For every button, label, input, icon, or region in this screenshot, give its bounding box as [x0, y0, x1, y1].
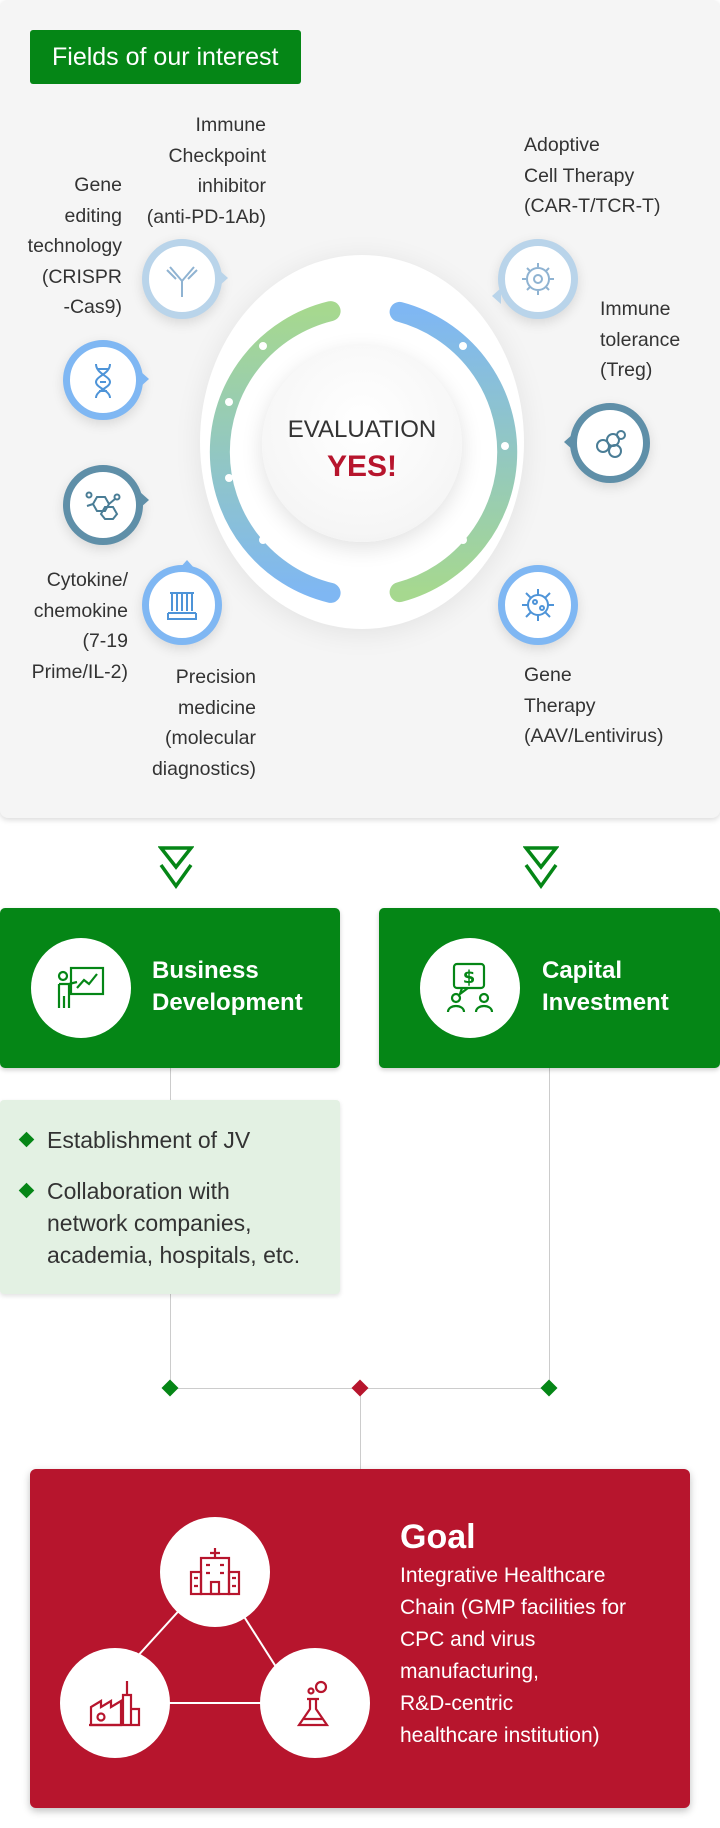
field-label-checkpoint: Immune Checkpoint inhibitor (anti-PD-1Ab… — [146, 114, 266, 228]
down-arrow-left — [158, 846, 194, 889]
svg-text:$: $ — [463, 967, 476, 988]
antibody-icon — [142, 239, 228, 319]
presentation-icon — [57, 966, 105, 1008]
connector-right — [549, 1068, 550, 1388]
evaluation-answer: YES! — [326, 450, 398, 483]
field-label-gene-editing: Gene editing technology (CRISPR -Cas9) — [27, 174, 122, 318]
node-right — [540, 1379, 558, 1397]
goal-flask-circle — [260, 1648, 370, 1758]
test-tubes-icon — [142, 560, 222, 645]
evaluation-disc — [262, 346, 462, 542]
capital-title: Capital Investment — [542, 957, 669, 1016]
down-arrow-right — [523, 846, 559, 889]
dna-icon — [63, 340, 149, 420]
goal-factory-circle — [60, 1648, 170, 1758]
field-label-gene-therapy: Gene Therapy (AAV/Lentivirus) — [524, 664, 664, 747]
field-label-adoptive: Adoptive Cell Therapy (CAR-T/TCR-T) — [524, 134, 661, 217]
cell-icon — [492, 239, 578, 319]
field-label-cytokine: Cytokine/ chemokine (7-19 Prime/IL-2) — [31, 569, 128, 683]
business-title: Business Development — [152, 957, 303, 1016]
evaluation-label: EVALUATION — [287, 416, 437, 443]
goal-hospital-circle — [160, 1517, 270, 1627]
field-label-tolerance: Immune tolerance (Treg) — [600, 298, 681, 381]
capital-icon-circle: $ — [420, 938, 520, 1038]
virus-icon — [498, 565, 578, 645]
business-icon-circle — [31, 938, 131, 1038]
connector-to-goal — [360, 1388, 361, 1469]
bullet-jv: Establishment of JV — [47, 1127, 251, 1153]
factory-icon — [89, 1681, 141, 1727]
node-left — [161, 1379, 179, 1397]
node-center — [351, 1379, 369, 1397]
field-label-precision: Precision medicine (molecular diagnostic… — [151, 666, 256, 780]
flask-icon — [296, 1680, 330, 1727]
hospital-icon — [189, 1548, 241, 1596]
fields-title: Fields of our interest — [30, 30, 301, 84]
evaluation-ring — [209, 301, 518, 603]
goal-title: Goal — [400, 1518, 476, 1556]
cells-cluster-icon — [564, 403, 650, 483]
money-discussion-icon: $ — [446, 962, 494, 1013]
molecule-icon — [63, 465, 149, 545]
business-bullets-box — [0, 1100, 340, 1294]
goal-description: Integrative Healthcare Chain (GMP facili… — [400, 1564, 627, 1747]
bullet-collaboration: Collaboration with network companies, ac… — [47, 1178, 301, 1268]
